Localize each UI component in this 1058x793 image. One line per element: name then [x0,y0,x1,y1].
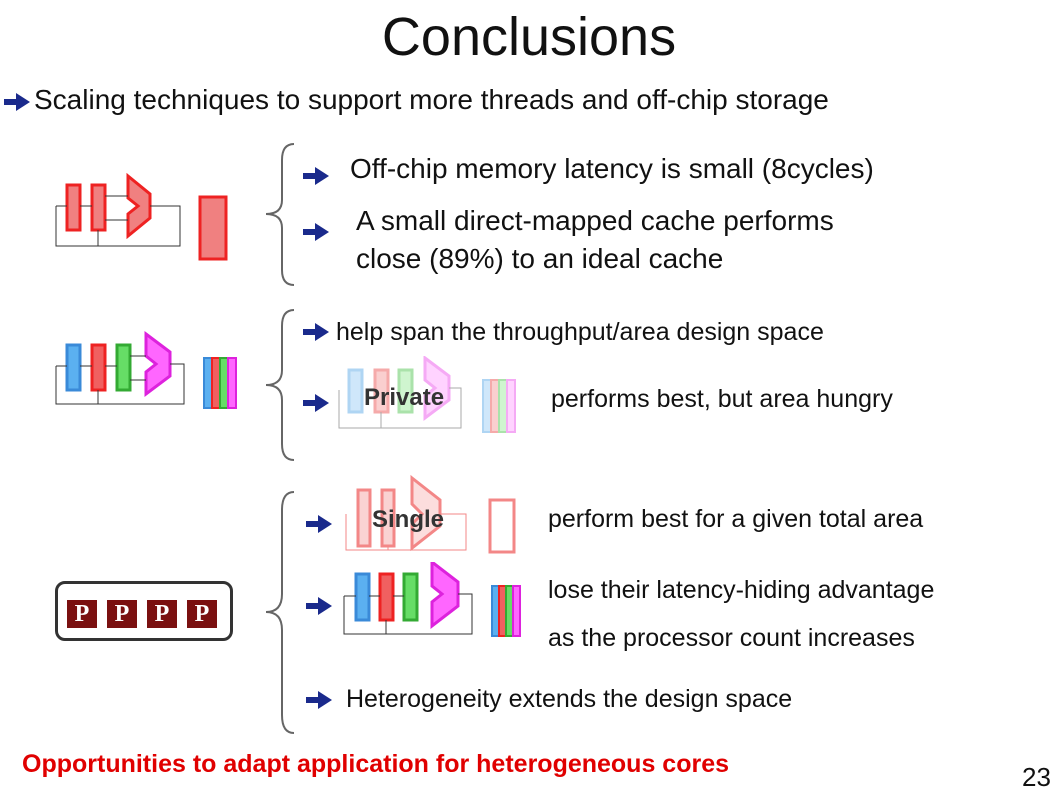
private-label: Private [364,384,445,411]
memory-block-icon [203,357,237,409]
processor-pipeline-icon [55,172,228,261]
brace-icon [265,309,295,461]
processor-pipeline-icon [55,331,237,409]
g1-item2-line1: A small direct-mapped cache performs [356,205,834,236]
memory-block-icon [198,195,228,261]
processor-pipeline-icon [338,356,516,433]
processor-chip: P [187,600,217,628]
footer-text: Opportunities to adapt application for h… [22,750,730,778]
processor-array: P P P P [55,581,233,641]
g3-item2-line2: as the processor count increases [548,624,915,652]
processor-chip: P [67,600,97,628]
brace-icon [265,143,295,286]
single-label: Single [372,506,445,533]
processor-chip: P [147,600,177,628]
g3-item1: perform best for a given total area [548,505,924,533]
arrow-bullet-icon [305,596,333,616]
arrow-bullet-icon [302,166,330,186]
slide-title: Conclusions [381,7,677,67]
arrow-bullet-icon [302,322,330,342]
g3-item3: Heterogeneity extends the design space [346,685,793,713]
processor-pipeline-icon [343,562,521,637]
processor-chip: P [107,600,137,628]
g1-item2-line2: close (89%) to an ideal cache [356,243,724,274]
arrow-bullet-icon [305,514,333,534]
g2-item2: performs best, but area hungry [551,385,893,413]
arrow-bullet-icon [305,690,333,710]
main-bullet-text: Scaling techniques to support more threa… [34,84,829,115]
g1-item1: Off-chip memory latency is small (8cycle… [350,153,874,184]
brace-icon [265,491,295,734]
arrow-bullet-icon [2,92,32,112]
processor-pipeline-icon [345,474,516,554]
arrow-bullet-icon [302,222,330,242]
page-number: 23 [1022,762,1051,792]
g3-item2-line1: lose their latency-hiding advantage [548,576,935,604]
g2-item1: help span the throughput/area design spa… [336,318,824,346]
arrow-bullet-icon [302,393,330,413]
memory-block-icon [491,585,521,637]
